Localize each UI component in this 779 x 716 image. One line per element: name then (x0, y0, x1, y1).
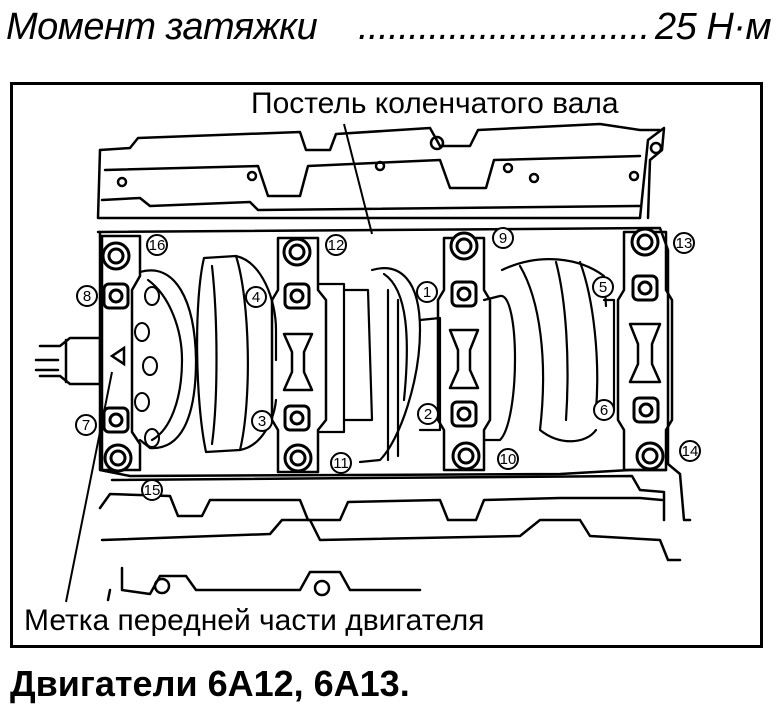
front-cap-holes (134, 286, 160, 448)
crank-bed-callout: Постель коленчатого вала (247, 86, 623, 122)
front-mark-callout: Метка передней части двигателя (22, 603, 487, 639)
bolt-11 (283, 443, 313, 473)
bearing-cap-4 (616, 230, 674, 472)
torque-label: Момент затяжки (6, 6, 318, 48)
svg-text:13: 13 (676, 235, 693, 252)
crank-nose (38, 336, 102, 386)
svg-text:15: 15 (144, 482, 161, 499)
torque-leader-dots: ........................................… (358, 6, 646, 48)
bearing-caps (100, 230, 674, 474)
label-bolt-5: 5 (592, 276, 614, 298)
bolt-4 (283, 282, 311, 310)
svg-text:7: 7 (82, 417, 90, 434)
bolt-6 (632, 396, 660, 424)
bolt-8 (102, 282, 130, 310)
svg-text:4: 4 (252, 289, 260, 306)
svg-text:2: 2 (424, 406, 432, 423)
svg-text:11: 11 (333, 455, 349, 472)
svg-text:5: 5 (599, 279, 607, 296)
torque-value: 25 Н·м (655, 6, 771, 48)
bolt-1 (450, 280, 478, 308)
bolt-13 (630, 227, 660, 257)
label-bolt-2: 2 (417, 403, 439, 425)
lower-gasket-outline (98, 492, 664, 522)
label-bolt-1: 1 (416, 281, 438, 303)
label-bolt-15: 15 (141, 479, 163, 501)
bearing-cap-3 (436, 236, 492, 472)
svg-text:9: 9 (499, 230, 507, 247)
svg-text:8: 8 (83, 288, 91, 305)
label-bolt-12: 12 (325, 234, 347, 256)
svg-text:14: 14 (682, 443, 699, 460)
crankshaft (138, 254, 616, 464)
label-bolt-3: 3 (251, 410, 273, 432)
svg-text:10: 10 (500, 451, 517, 468)
bolt-number-labels: 16 8 7 15 12 4 3 11 9 1 2 10 13 5 6 14 (75, 227, 701, 501)
svg-text:16: 16 (149, 237, 166, 254)
svg-text:3: 3 (258, 413, 266, 430)
crank-bed-leader (343, 123, 373, 235)
bolt-14 (635, 441, 665, 471)
label-bolt-11: 11 (330, 452, 352, 474)
bolt-10 (451, 441, 481, 471)
bolt-15 (103, 443, 133, 473)
label-bolt-7: 7 (75, 414, 97, 436)
label-bolt-14: 14 (679, 440, 701, 462)
bolt-5 (631, 274, 659, 302)
svg-text:6: 6 (600, 402, 608, 419)
label-bolt-9: 9 (492, 227, 514, 249)
bolt-12 (282, 237, 312, 267)
front-mark-arrow (109, 345, 126, 367)
bolt-9 (449, 231, 479, 261)
torque-spec: Момент затяжки .........................… (6, 2, 771, 52)
bolt-2 (450, 400, 478, 428)
bearing-cap-2 (270, 236, 328, 474)
bolt-16 (101, 241, 131, 271)
svg-text:1: 1 (423, 284, 431, 301)
label-bolt-10: 10 (497, 448, 519, 470)
upper-block-outline (96, 126, 666, 220)
front-mark-leader (65, 371, 113, 603)
crank-bed-outline (96, 226, 692, 522)
label-bolt-8: 8 (76, 285, 98, 307)
svg-text:12: 12 (328, 237, 345, 254)
caption: Двигатели 6А12, 6А13. (10, 663, 410, 704)
diagram-frame (10, 82, 763, 648)
bolt-7 (102, 406, 130, 434)
bolt-3 (283, 404, 311, 432)
label-bolt-13: 13 (673, 232, 695, 254)
label-bolt-4: 4 (245, 286, 267, 308)
label-bolt-16: 16 (146, 234, 168, 256)
label-bolt-6: 6 (593, 399, 615, 421)
cap-bolts (101, 227, 665, 473)
